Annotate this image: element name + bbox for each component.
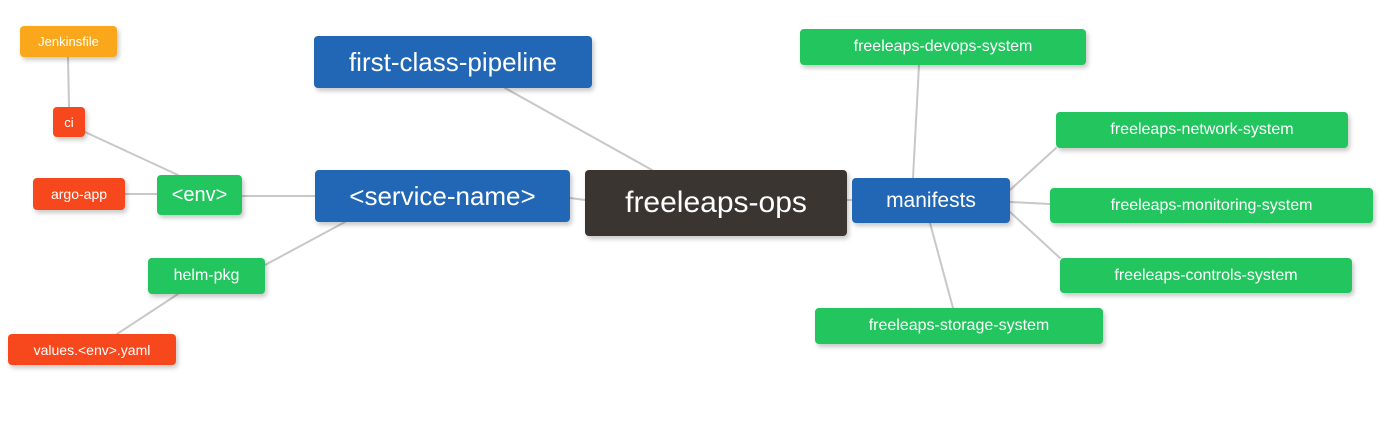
node-label-service-name: <service-name> <box>349 181 536 211</box>
mindmap-node-freeleaps-network-system[interactable]: freeleaps-network-system <box>1056 112 1348 148</box>
mindmap-node-freeleaps-devops-system[interactable]: freeleaps-devops-system <box>800 29 1086 65</box>
node-label-helm-pkg: helm-pkg <box>173 267 240 284</box>
mindmap-node-env[interactable]: <env> <box>157 175 242 215</box>
edge-freeleaps-devops-system-to-manifests <box>912 64 920 179</box>
node-label-env: <env> <box>171 184 228 206</box>
node-label-values-env-yaml: values.<env>.yaml <box>33 341 151 358</box>
mindmap-node-argo-app[interactable]: argo-app <box>33 178 125 210</box>
node-label-freeleaps-monitoring-system: freeleaps-monitoring-system <box>1110 196 1313 214</box>
mindmap-node-freeleaps-ops[interactable]: freeleaps-ops <box>585 170 847 236</box>
edge-values-env-yaml-to-helm-pkg <box>116 293 179 335</box>
node-label-manifests: manifests <box>886 189 976 212</box>
edge-service-name-to-freeleaps-ops <box>569 197 586 201</box>
edge-jenkinsfile-to-ci <box>67 56 70 108</box>
mindmap-node-freeleaps-storage-system[interactable]: freeleaps-storage-system <box>815 308 1103 344</box>
node-label-argo-app: argo-app <box>50 186 108 202</box>
mindmap-node-manifests[interactable]: manifests <box>852 178 1010 223</box>
edge-helm-pkg-to-service-name <box>264 221 346 266</box>
mindmap-node-first-class-pipeline[interactable]: first-class-pipeline <box>314 36 592 88</box>
mindmap-node-freeleaps-monitoring-system[interactable]: freeleaps-monitoring-system <box>1050 188 1373 223</box>
node-label-freeleaps-controls-system: freeleaps-controls-system <box>1114 266 1298 284</box>
mindmap-node-service-name[interactable]: <service-name> <box>315 170 570 222</box>
mindmap-node-values-env-yaml[interactable]: values.<env>.yaml <box>8 334 176 365</box>
node-label-first-class-pipeline: first-class-pipeline <box>348 47 558 77</box>
node-label-freeleaps-storage-system: freeleaps-storage-system <box>868 317 1050 334</box>
node-label-freeleaps-ops: freeleaps-ops <box>625 186 807 219</box>
node-label-ci: ci <box>64 114 74 130</box>
mindmap-node-jenkinsfile[interactable]: Jenkinsfile <box>20 26 117 57</box>
mindmap-node-ci[interactable]: ci <box>53 107 85 137</box>
edge-freeleaps-storage-system-to-manifests <box>929 222 954 309</box>
node-label-jenkinsfile: Jenkinsfile <box>38 34 99 49</box>
mindmap-node-helm-pkg[interactable]: helm-pkg <box>148 258 265 294</box>
node-label-freeleaps-devops-system: freeleaps-devops-system <box>853 38 1033 55</box>
edge-ci-to-env <box>84 131 179 176</box>
mindmap-node-freeleaps-controls-system[interactable]: freeleaps-controls-system <box>1060 258 1352 293</box>
edge-first-class-pipeline-to-freeleaps-ops <box>504 87 653 171</box>
edge-freeleaps-monitoring-system-to-manifests <box>1009 201 1051 205</box>
node-label-freeleaps-network-system: freeleaps-network-system <box>1110 121 1294 138</box>
edge-freeleaps-network-system-to-manifests <box>1009 147 1057 191</box>
